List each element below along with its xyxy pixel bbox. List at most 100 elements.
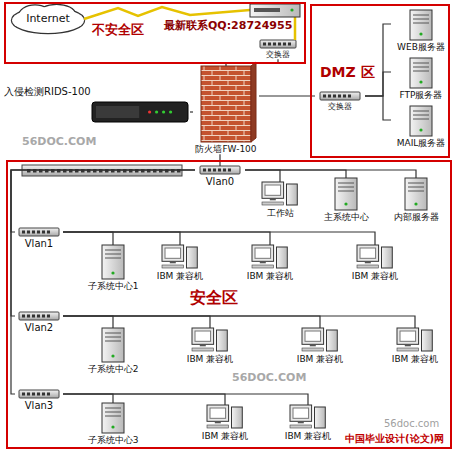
server-bay: [408, 187, 424, 188]
switch-port: [273, 43, 276, 46]
pc-tower: [421, 330, 432, 351]
switch-symbol: [260, 40, 296, 48]
ids-led: [169, 110, 172, 113]
server-node: FTP服务器: [391, 58, 451, 100]
server-bay: [105, 416, 121, 417]
pc-monitor: [262, 182, 284, 198]
server-bay: [105, 254, 121, 255]
pc-symbol: [207, 405, 242, 428]
node-label: IBM 兼容机: [342, 271, 408, 281]
server-body: [102, 328, 124, 362]
switch-port: [37, 393, 40, 396]
pc-keyboard: [397, 348, 419, 351]
network-link: [63, 316, 320, 328]
switch-port: [348, 95, 351, 98]
zone-region: 安全区Vlan0工作站主系统中心内部服务器Vlan1子系统中心1IBM 兼容机I…: [6, 160, 452, 449]
pc-stand: [270, 198, 276, 200]
network-link: [11, 170, 195, 232]
node-label: IBM 兼容机: [237, 271, 303, 281]
pc-screen: [210, 408, 226, 418]
network-link: [11, 170, 195, 316]
server-symbol: [410, 10, 432, 40]
server-symbol: [102, 403, 124, 433]
network-link: [245, 170, 346, 178]
server-node: 子系统中心1: [79, 245, 147, 291]
switch-port: [263, 43, 266, 46]
network-link: [365, 24, 391, 96]
region-label: 不安全区: [92, 23, 144, 38]
switch-port: [288, 43, 291, 46]
node-label: IBM 兼容机: [275, 431, 341, 441]
router-led: [290, 8, 293, 11]
server-body: [410, 58, 432, 88]
server-bay: [338, 183, 354, 184]
node-label: IBM 兼容机: [192, 431, 258, 441]
pc-keyboard: [290, 425, 312, 428]
pc-stand: [405, 344, 411, 346]
pc-monitor: [192, 328, 214, 344]
server-symbol: [405, 178, 427, 210]
pc-stand: [365, 261, 371, 263]
node-label: MAIL服务器: [391, 138, 451, 148]
pc-node: IBM 兼容机: [275, 405, 341, 441]
node-label: 交换器: [315, 102, 365, 111]
pc-node: IBM 兼容机: [382, 328, 448, 364]
watermark: 中国毕业设计(论文)网: [345, 433, 444, 445]
node-label: Vlan2: [15, 322, 63, 334]
watermark: 56doc.com: [384, 418, 439, 430]
pc-screen: [165, 248, 181, 258]
switch-body: [200, 166, 240, 174]
switch-body: [260, 40, 296, 48]
pc-symbol: [192, 328, 227, 351]
network-link: [63, 232, 113, 245]
pc-node: IBM 兼容机: [342, 245, 408, 281]
firewall-bricks: [201, 66, 251, 142]
switch-port: [37, 231, 40, 234]
pc-node: IBM 兼容机: [237, 245, 303, 281]
pc-monitor: [302, 328, 324, 344]
node-label: Vlan0: [195, 176, 245, 188]
node-label: IBM 兼容机: [382, 354, 448, 364]
server-symbol: [410, 106, 432, 136]
switch-symbol: [320, 92, 360, 100]
server-bay: [408, 183, 424, 184]
ids-device: [92, 102, 188, 122]
switch-port: [37, 315, 40, 318]
rids-node: 入侵检测RIDS-100: [4, 86, 190, 124]
server-bay: [105, 341, 121, 342]
network-link: [63, 232, 180, 245]
ids-panel: [96, 106, 139, 118]
ids-led: [148, 110, 151, 113]
server-bay: [413, 67, 429, 68]
server-node: 主系统中心: [313, 178, 379, 222]
switch-port: [42, 315, 45, 318]
server-led: [111, 425, 114, 428]
pc-symbol: [262, 182, 297, 205]
pc-screen: [360, 248, 376, 258]
switch-port: [328, 95, 331, 98]
pc-monitor: [162, 245, 184, 261]
switch-port: [22, 315, 25, 318]
server-symbol: [102, 245, 124, 279]
server-node: 内部服务器: [383, 178, 449, 222]
network-link: [190, 111, 193, 112]
network-link: [63, 232, 375, 245]
server-body: [410, 106, 432, 136]
network-link: [63, 394, 225, 405]
switch-port: [228, 169, 231, 172]
switch-port: [323, 95, 326, 98]
node-label: 工作站: [253, 208, 307, 218]
pc-tower: [186, 247, 197, 268]
switch-port: [47, 315, 50, 318]
region-label: 安全区: [190, 289, 238, 307]
pc-tower: [314, 407, 325, 428]
server-node: 子系统中心2: [79, 328, 147, 374]
pc-screen: [265, 185, 281, 195]
pc-keyboard: [302, 348, 324, 351]
switch-port: [283, 43, 286, 46]
router-panel: [254, 8, 280, 12]
pc-keyboard: [207, 425, 229, 428]
server-symbol: [410, 58, 432, 88]
